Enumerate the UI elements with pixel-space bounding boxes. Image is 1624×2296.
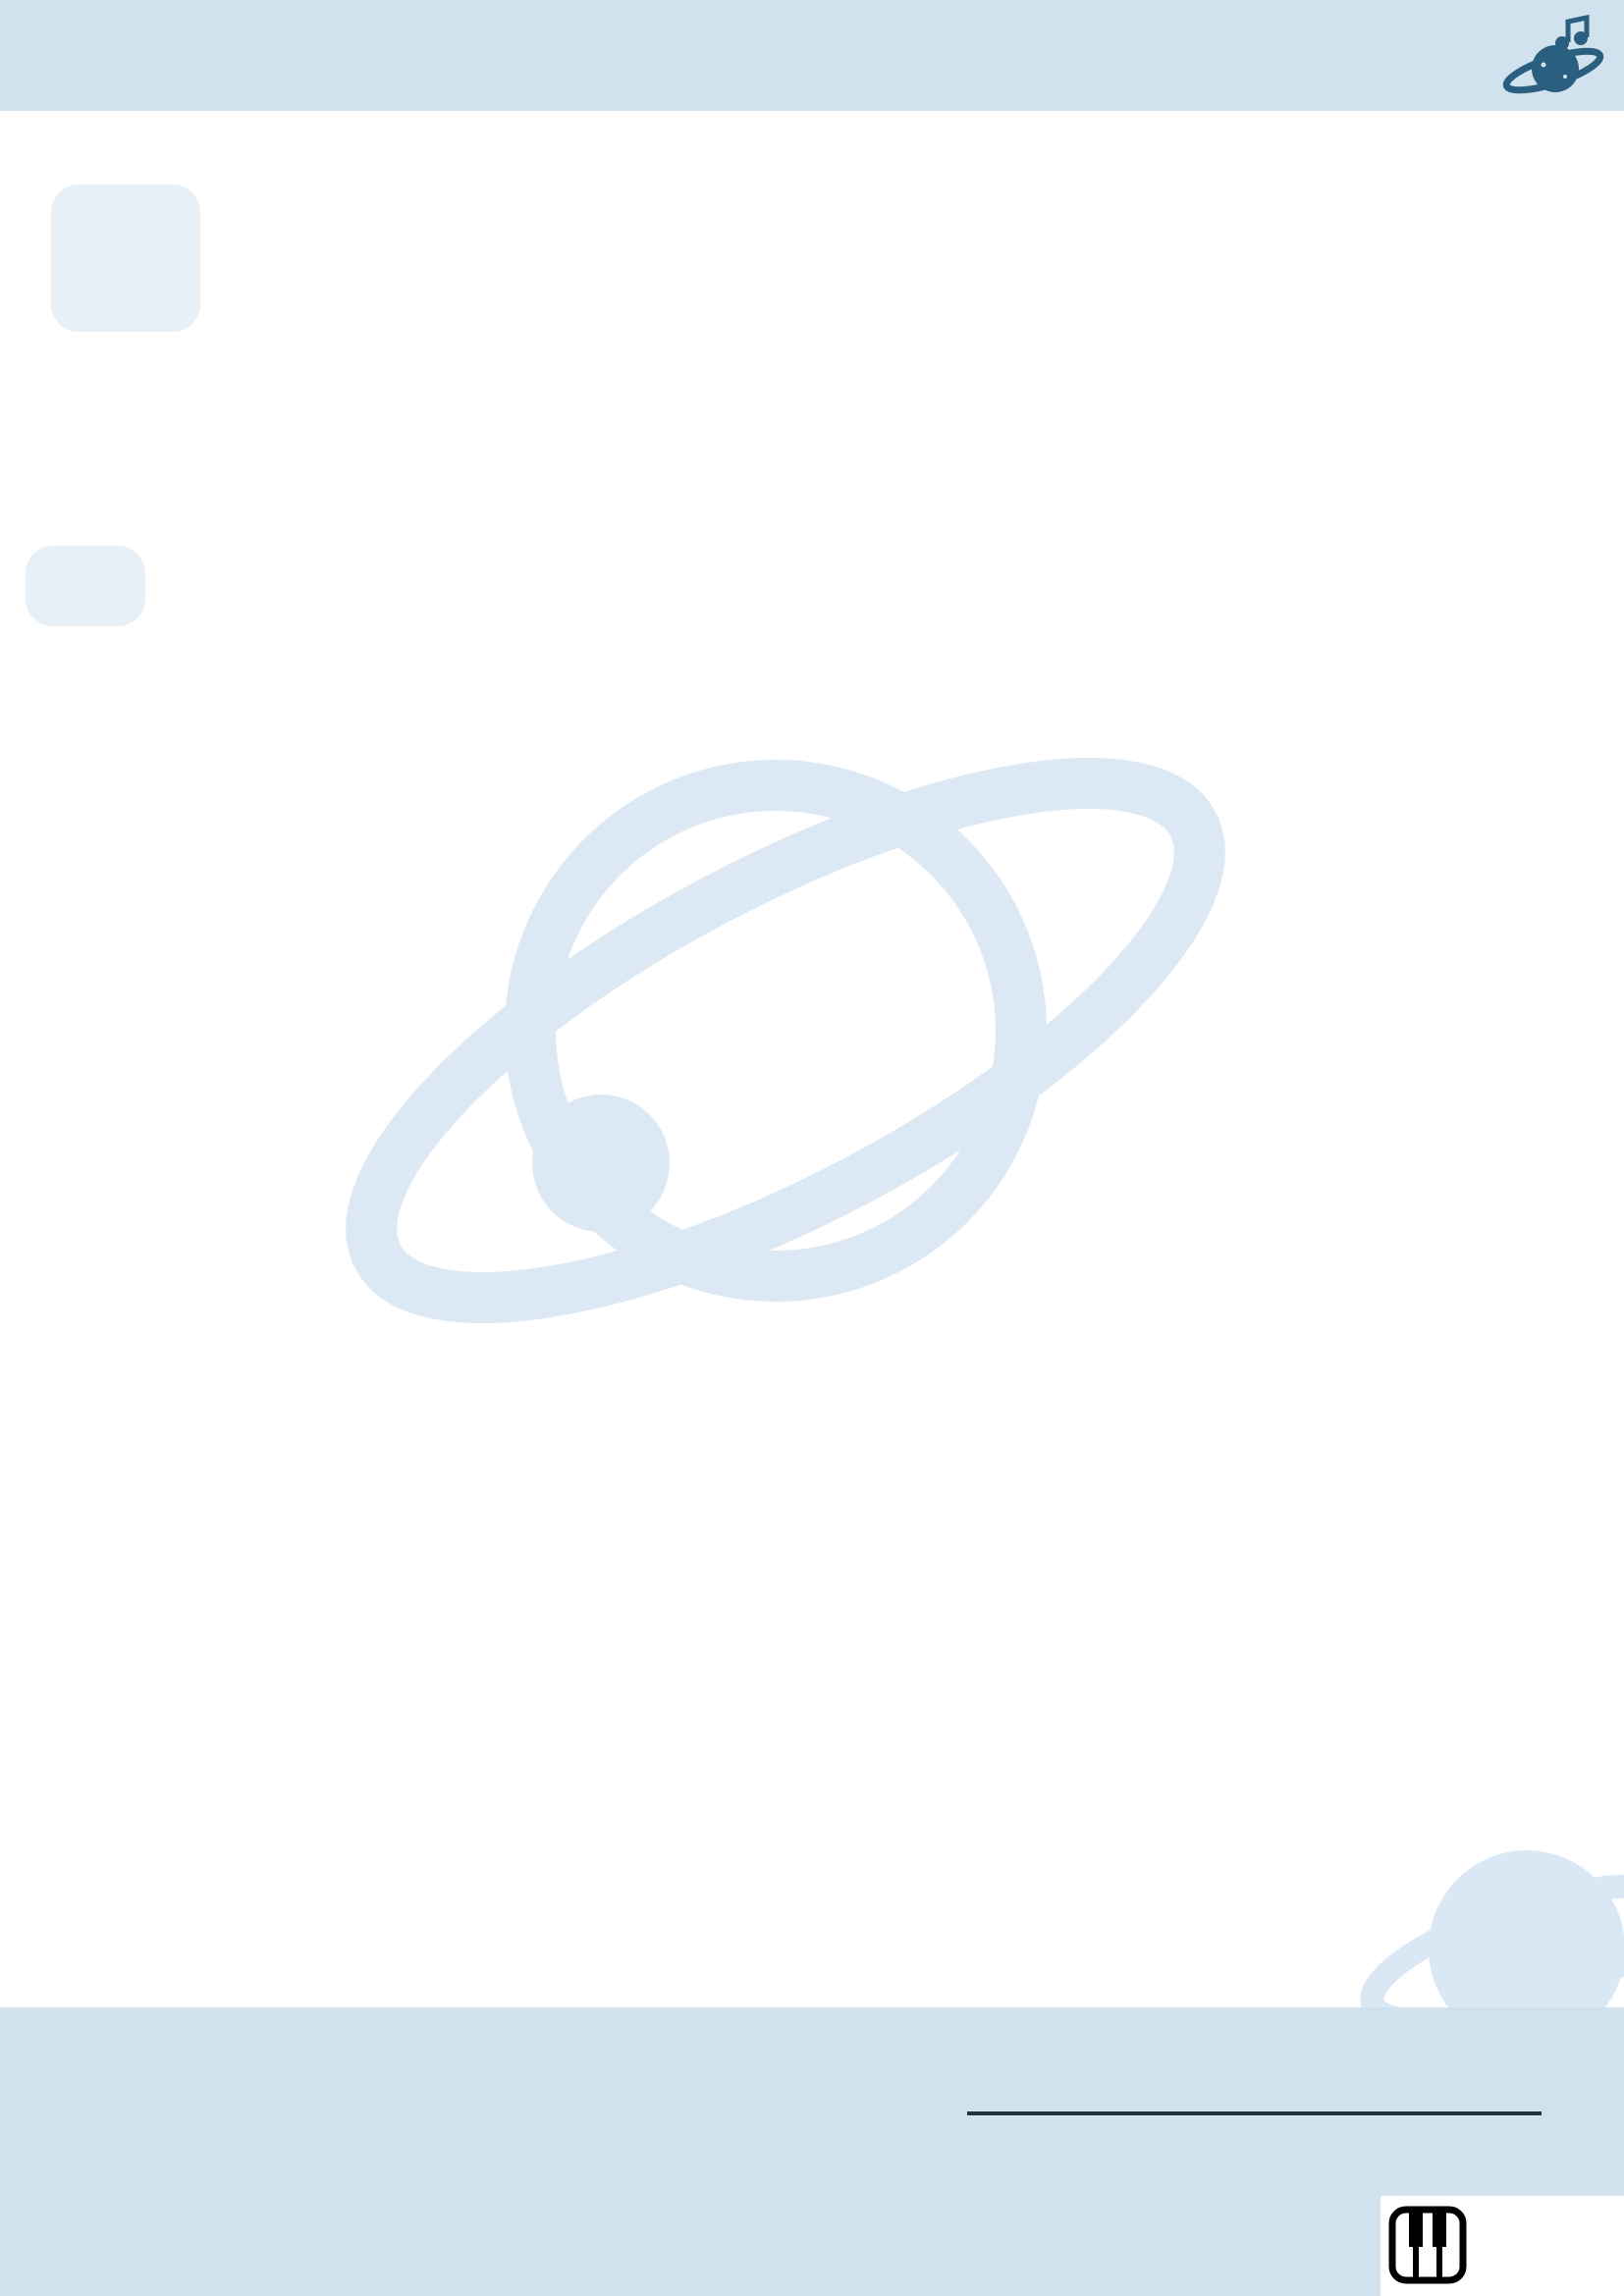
- footer-band: [0, 2007, 1624, 2296]
- footer-divider: [967, 2111, 1542, 2115]
- planet-music-note-icon: [1502, 14, 1604, 94]
- intro-label: [26, 546, 145, 626]
- left-hand-chords-label: [51, 185, 200, 332]
- piano-icon: [1388, 2206, 1467, 2284]
- header-band: [0, 0, 1624, 111]
- watermark-planet-icon: [1360, 1850, 1624, 2047]
